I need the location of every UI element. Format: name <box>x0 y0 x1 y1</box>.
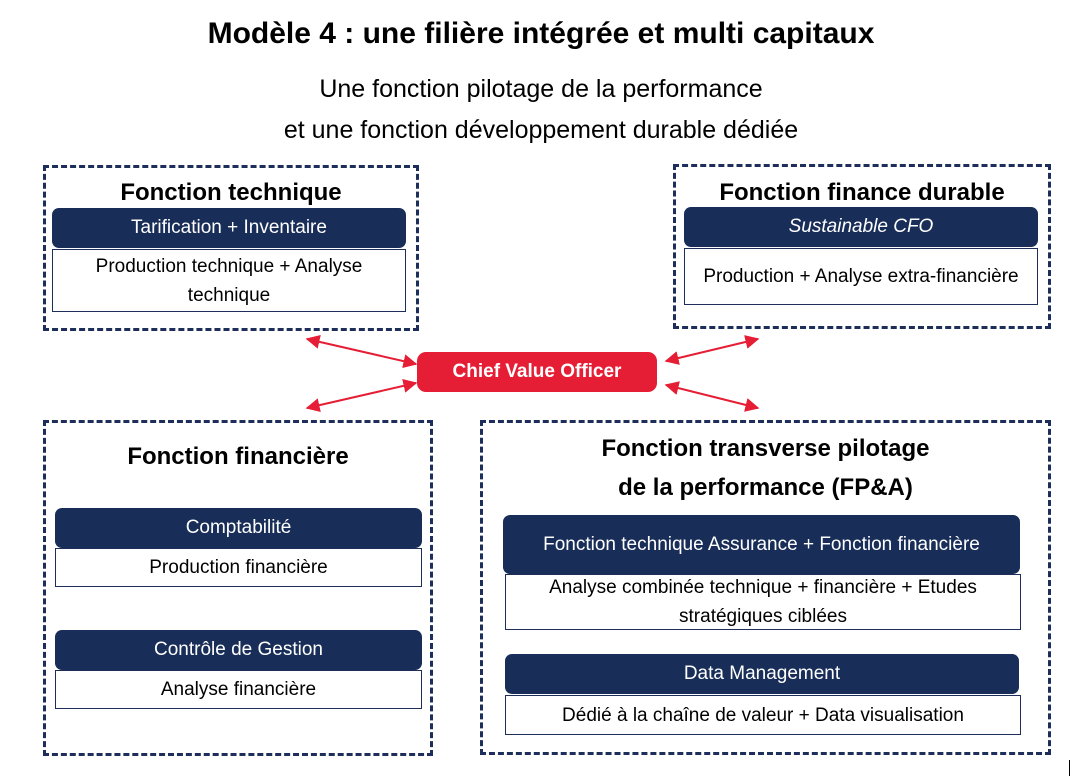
arrow-cvo-financiere <box>305 378 418 413</box>
header-tarification: Tarification + Inventaire <box>52 208 406 248</box>
group-fonction-finance-durable: Fonction finance durable <box>673 164 1051 329</box>
body-production-technique: Production technique + Analyse technique <box>52 249 406 312</box>
header-controle-gestion: Contrôle de Gestion <box>55 630 422 670</box>
arrow-cvo-transverse <box>664 381 760 412</box>
header-comptabilite: Comptabilité <box>55 508 422 548</box>
subtitle-line-2: et une fonction développement durable dé… <box>283 116 799 144</box>
body-production-financiere: Production financière <box>55 548 422 587</box>
body-chaine-de-valeur: Dédié à la chaîne de valeur + Data visua… <box>505 695 1021 735</box>
group-fonction-transverse: Fonction transverse pilotage de la perfo… <box>480 420 1051 755</box>
group-title-finance-durable: Fonction finance durable <box>719 179 1005 206</box>
cursor-mark <box>1069 760 1070 776</box>
group-fonction-financiere: Fonction financière <box>43 420 433 756</box>
arrow-cvo-technique <box>305 334 418 369</box>
group-title-transverse-line-1: Fonction transverse pilotage <box>601 435 930 462</box>
group-fonction-technique: Fonction technique <box>43 165 419 331</box>
group-title-financiere: Fonction financière <box>127 443 349 470</box>
header-data-management: Data Management <box>505 654 1019 694</box>
group-title-transverse-line-2: de la performance (FP&A) <box>618 474 913 501</box>
subtitle-line-1: Une fonction pilotage de la performance <box>319 75 763 103</box>
page-title: Modèle 4 : une filière intégrée et multi… <box>207 17 875 50</box>
chief-value-officer-box: Chief Value Officer <box>417 352 657 392</box>
arrow-cvo-finance-durable <box>664 335 760 365</box>
header-technique-assurance: Fonction technique Assurance + Fonction … <box>503 515 1020 574</box>
group-title-technique: Fonction technique <box>120 179 342 206</box>
header-sustainable-cfo: Sustainable CFO <box>684 207 1038 247</box>
body-analyse-combinee: Analyse combinée technique + financière … <box>505 574 1021 630</box>
body-analyse-financiere: Analyse financière <box>55 670 422 709</box>
body-production-extra-financiere: Production + Analyse extra-financière <box>684 248 1038 305</box>
